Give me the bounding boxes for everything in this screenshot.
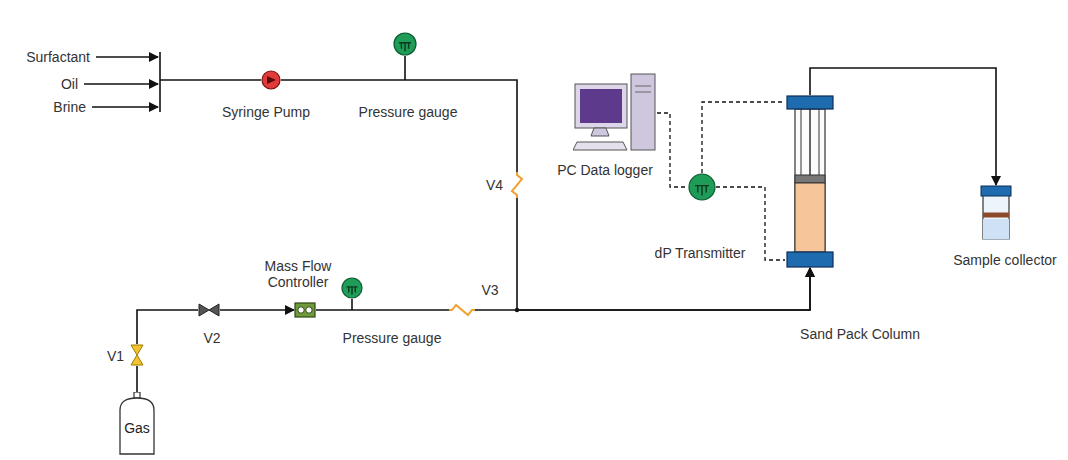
feed-label: Oil	[61, 76, 78, 92]
signal-line	[702, 102, 785, 173]
component-label: Sample collector	[953, 252, 1057, 268]
feed-pipe	[160, 79, 261, 81]
needle-valve-symbol	[198, 303, 220, 317]
component-label: Pressure gauge	[359, 104, 458, 120]
check-valve-symbol	[510, 172, 524, 198]
component-label: Syringe Pump	[222, 104, 310, 120]
dp-transmitter-symbol	[688, 173, 716, 201]
feed-arrow	[92, 106, 158, 108]
component-label: Gas	[119, 420, 155, 436]
gas-cylinder: Gas	[119, 392, 155, 456]
ball-valve-symbol	[130, 344, 144, 366]
mass-flow-controller-symbol	[294, 302, 316, 318]
component-label: V4	[486, 177, 503, 193]
sample-collector-symbol	[980, 185, 1012, 240]
component-label: V1	[107, 348, 124, 364]
component-label: V2	[203, 330, 220, 346]
check-valve: V3	[449, 303, 475, 317]
pressure-gauge-symbol	[393, 32, 417, 56]
gauge-stem	[351, 299, 353, 310]
check-valve: V4	[510, 172, 524, 198]
flow-pipe	[810, 68, 996, 185]
component-label: Mass Flow Controller	[255, 258, 341, 290]
mass-flow-controller: Mass Flow Controller	[294, 302, 316, 318]
component-label: Sand Pack Column	[800, 326, 920, 342]
flow-pipe	[475, 268, 810, 310]
flow-pipe	[136, 366, 138, 392]
signal-line	[657, 113, 688, 187]
syringe-pump-symbol	[261, 70, 281, 90]
flow-pipe	[220, 309, 294, 311]
pressure-gauge-symbol	[341, 277, 363, 299]
component-label: V3	[481, 282, 498, 298]
feed-label: Surfactant	[26, 49, 90, 65]
check-valve-symbol	[449, 303, 475, 317]
sand-pack-column-symbol	[785, 95, 835, 268]
pc-data-logger-symbol	[573, 72, 657, 154]
pressure-gauge: Pressure gauge	[341, 277, 363, 299]
flow-pipe	[281, 80, 517, 172]
feed-manifold	[159, 52, 161, 112]
flow-pipe	[316, 309, 449, 311]
feed-label: Brine	[53, 99, 86, 115]
gauge-stem	[404, 56, 406, 80]
pc-data-logger: PC Data logger	[573, 72, 657, 154]
sand-pack-column: Sand Pack Column	[785, 95, 835, 268]
sample-collector: Sample collector	[980, 185, 1012, 240]
flow-pipe	[517, 198, 810, 310]
feed-arrow	[96, 56, 158, 58]
pressure-gauge: Pressure gauge	[393, 32, 417, 56]
flow-pipe	[137, 310, 198, 344]
component-label: Pressure gauge	[343, 330, 442, 346]
syringe-pump: Syringe Pump	[261, 70, 281, 90]
ball-valve: V1	[130, 344, 144, 366]
dp-transmitter: dP Transmitter	[688, 173, 716, 201]
component-label: PC Data logger	[557, 162, 653, 178]
needle-valve: V2	[198, 303, 220, 317]
feed-arrow	[84, 83, 158, 85]
component-label: dP Transmitter	[655, 245, 746, 261]
